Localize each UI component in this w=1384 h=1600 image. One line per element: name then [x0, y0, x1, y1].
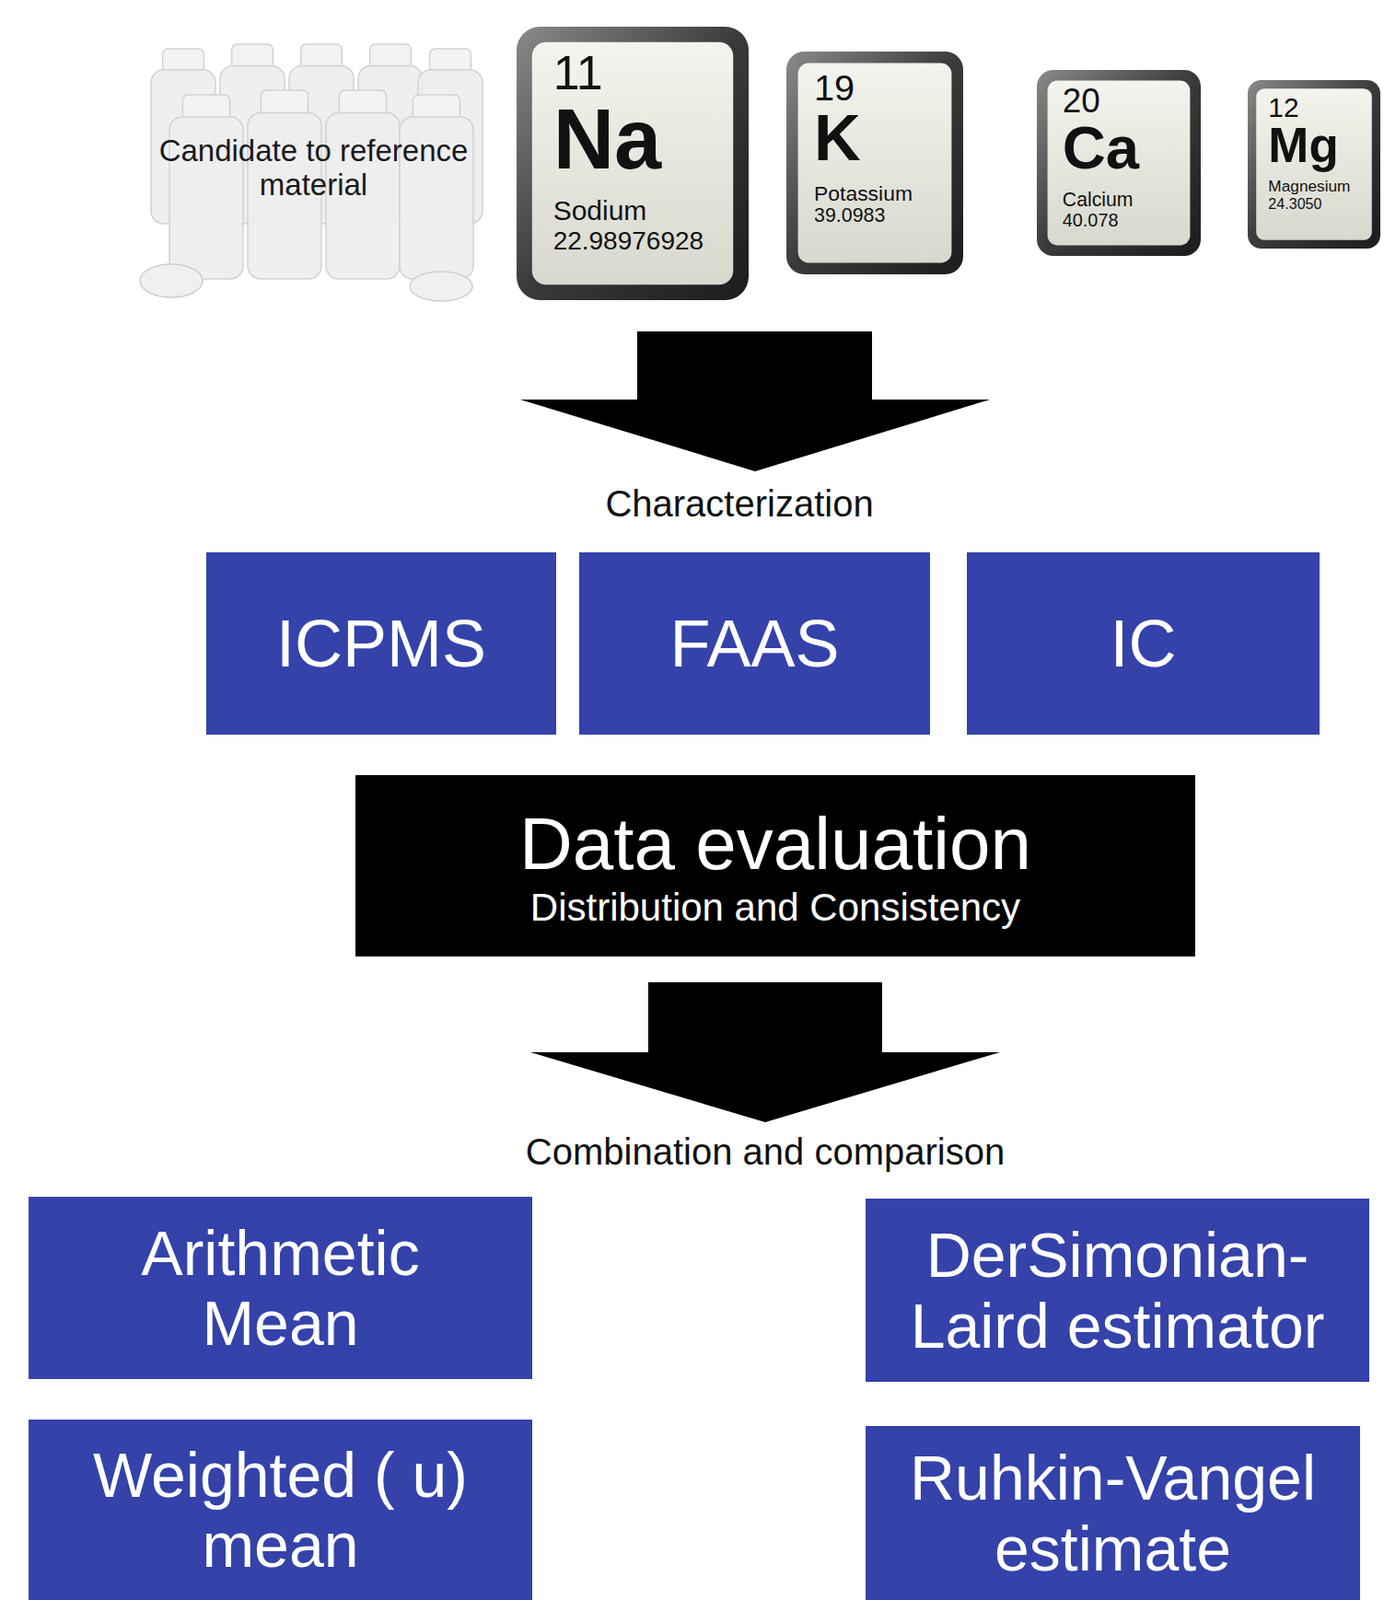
element-tile: 12MgMagnesium24.3050: [1246, 79, 1382, 250]
element-name: Magnesium: [1267, 177, 1350, 195]
element-tile: 11NaSodium22.98976928: [515, 25, 750, 302]
tile-frame: [1247, 80, 1381, 249]
atomic-mass: 40.078: [1062, 210, 1119, 231]
process-box: FAAS: [579, 552, 931, 735]
step-label: Combination and comparison: [522, 1130, 1009, 1174]
process-box: IC: [966, 552, 1320, 735]
element-name: Potassium: [814, 182, 913, 205]
bottle: [169, 94, 244, 280]
atomic-mass: 22.98976928: [553, 227, 705, 255]
tile-face: [798, 63, 953, 264]
box-title: DerSimonian-Laird estimator: [901, 1220, 1335, 1361]
bottle-cap: [139, 264, 203, 298]
process-box: Arithmetic Mean: [28, 1197, 533, 1380]
block-arrow: [520, 331, 990, 472]
step-label: Characterization: [601, 482, 877, 525]
process-box: DerSimonian-Laird estimator: [865, 1198, 1370, 1383]
tile-frame: [786, 51, 964, 275]
box-title: Ruhkin-Vangel estimate: [896, 1442, 1330, 1583]
element-symbol: Ca: [1062, 116, 1140, 180]
bottle-cap: [409, 271, 473, 302]
element-name: Sodium: [553, 196, 648, 226]
material-label: Candidate to reference material: [136, 134, 491, 203]
process-box: Ruhkin-Vangel estimate: [865, 1426, 1361, 1600]
tile-face: [1256, 88, 1373, 241]
atomic-number: 19: [814, 69, 855, 108]
sample-bottles: Candidate to reference material: [132, 30, 495, 306]
tile-frame: [516, 26, 749, 301]
process-box: Data evaluationDistribution and Consiste…: [355, 775, 1196, 957]
box-title: Arithmetic Mean: [64, 1218, 498, 1359]
tile-face: [532, 42, 733, 285]
element-name: Calcium: [1062, 189, 1134, 210]
element-symbol: Mg: [1267, 119, 1338, 172]
box-title: Data evaluation: [519, 802, 1032, 886]
box-title: ICPMS: [276, 606, 487, 682]
block-arrow: [530, 982, 1001, 1123]
atomic-number: 12: [1267, 93, 1299, 122]
atomic-mass: 39.0983: [814, 205, 885, 226]
box-title: FAAS: [669, 606, 839, 682]
box-subtitle: Distribution and Consistency: [530, 885, 1021, 930]
tile-frame: [1036, 69, 1201, 256]
element-symbol: K: [814, 104, 861, 173]
tile-shape: [785, 50, 965, 276]
element-tile: 19K Potassium39.0983: [785, 50, 965, 276]
element-tile: 20CaCalcium40.078: [1035, 69, 1202, 257]
process-box: Weighted ( u) mean: [28, 1419, 533, 1600]
element-symbol: Na: [553, 94, 663, 185]
box-title: IC: [1110, 606, 1177, 682]
box-title: Weighted ( u) mean: [64, 1440, 498, 1581]
bottle: [399, 94, 474, 280]
atomic-number: 20: [1062, 83, 1101, 120]
atomic-mass: 24.3050: [1267, 196, 1322, 212]
process-box: ICPMS: [206, 552, 557, 735]
tile-face: [1047, 81, 1191, 246]
atomic-number: 11: [553, 47, 604, 99]
